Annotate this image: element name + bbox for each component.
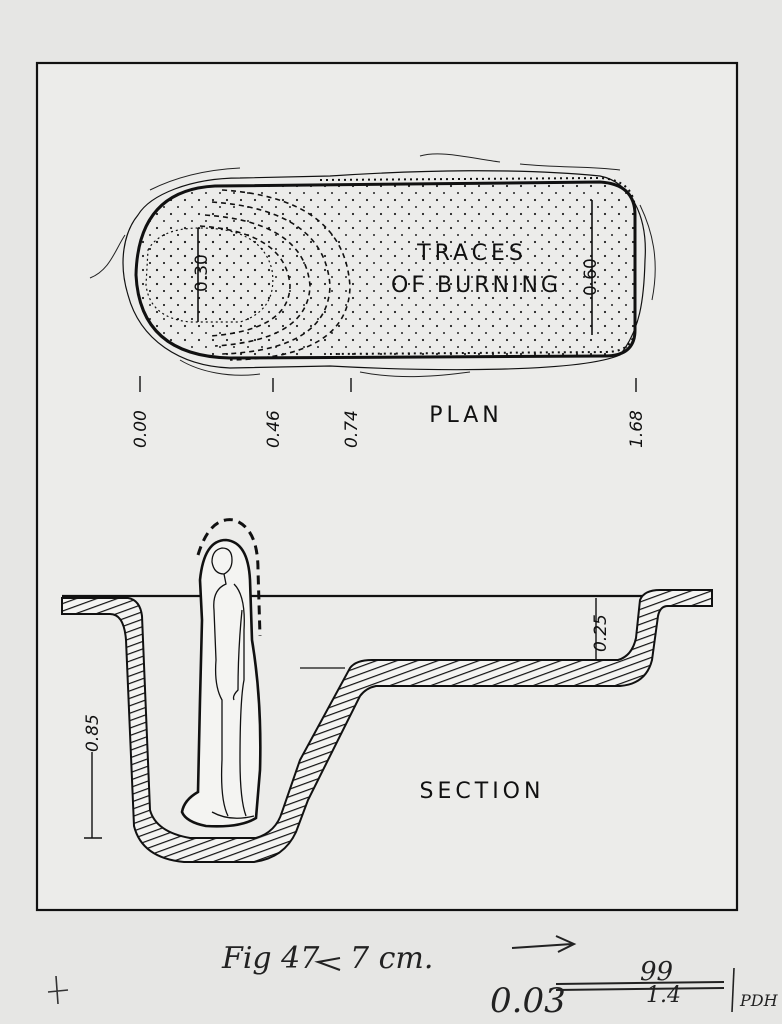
skeleton-figure (211, 547, 255, 819)
plan-outer-scribble (89, 153, 656, 378)
code-under: 1.4 (646, 983, 681, 1008)
plan-width-outer-label: 0.60 (581, 258, 601, 296)
plan-distance-marks: 0.00 0.46 0.74 1.68 (131, 376, 647, 448)
plan-burning-arcs (199, 189, 351, 361)
plan-mark-0: 0.00 (131, 410, 151, 448)
plan-width-inner-label: 0.30 (192, 254, 212, 292)
plan-grave-tick-edge (319, 176, 636, 355)
figure-note: Fig 47 (221, 941, 320, 976)
section-title: SECTION (420, 779, 545, 804)
handwritten-caption: Fig 47 7 cm. 0.03 99 1.4 PDH (47, 935, 779, 1021)
code-struck: 0.03 (490, 981, 566, 1021)
plan-mark-3: 1.68 (627, 410, 647, 448)
plan-title: PLAN (429, 403, 503, 428)
plan-mark-2: 0.74 (342, 410, 362, 448)
plan-outer-edge (122, 170, 646, 371)
scale-note: 7 cm. (350, 941, 433, 976)
section-body-halo (196, 518, 262, 637)
initials: PDH (739, 991, 779, 1010)
traces-of-burning-label-1: TRACES (416, 241, 527, 266)
plan-burning-patch (145, 227, 274, 323)
arrow-left (314, 957, 341, 971)
traces-of-burning-label-2: OF BURNING (391, 273, 561, 298)
plan-mark-1: 0.46 (264, 410, 284, 448)
vertical-tick (731, 967, 735, 1013)
section-view: 0.85 0.25 SECTION (61, 518, 713, 863)
plan-view: 0.30 0.60 TRACES OF BURNING 0.00 0.46 0.… (89, 153, 656, 448)
strike-line-2 (555, 987, 725, 991)
section-depth-right-label: 0.25 (591, 614, 611, 652)
section-depth-left-label: 0.85 (83, 714, 103, 752)
section-cut-hatch (61, 589, 713, 863)
section-body-outline (180, 538, 262, 828)
strike-line-1 (555, 981, 725, 985)
arrow-right (511, 935, 577, 953)
corner-mark (47, 975, 69, 1005)
